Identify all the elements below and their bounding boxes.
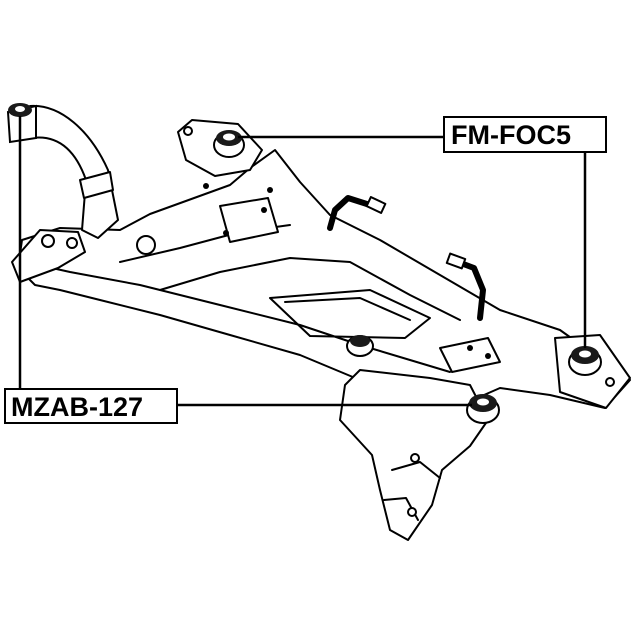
control-arm-boot — [79, 171, 114, 199]
bushing-fm-right — [568, 346, 602, 376]
steering-pipe — [455, 259, 486, 321]
part-number-label-fm-foc5: FM-FOC5 — [443, 116, 607, 153]
pipe-fitting — [365, 196, 387, 214]
stamped-plate — [439, 337, 501, 373]
mount-hole — [410, 453, 420, 463]
bolt-hole — [261, 207, 267, 213]
bushing-fm-rear — [213, 130, 245, 158]
center-channel — [269, 289, 431, 339]
bolt-hole — [485, 353, 491, 359]
subframe-front-edge — [24, 261, 451, 373]
arm-washer — [136, 235, 156, 255]
bolt-hole — [223, 230, 229, 236]
mount-hole — [41, 234, 55, 248]
bushing-mz-lower — [466, 394, 500, 424]
bolt-hole — [467, 345, 473, 351]
mount-hole — [605, 377, 615, 387]
control-arm — [29, 104, 119, 239]
pipe-fitting — [445, 252, 467, 270]
bushing-center — [346, 335, 374, 357]
mount-hole — [66, 237, 78, 249]
steering-pipe — [327, 195, 373, 231]
bolt-hole — [203, 183, 209, 189]
mount-hole — [183, 126, 193, 136]
mount-hole — [407, 507, 417, 517]
bushing-mz-arm — [6, 103, 37, 144]
bolt-hole — [267, 187, 273, 193]
part-number-label-mzab-127: MZAB-127 — [4, 388, 178, 424]
